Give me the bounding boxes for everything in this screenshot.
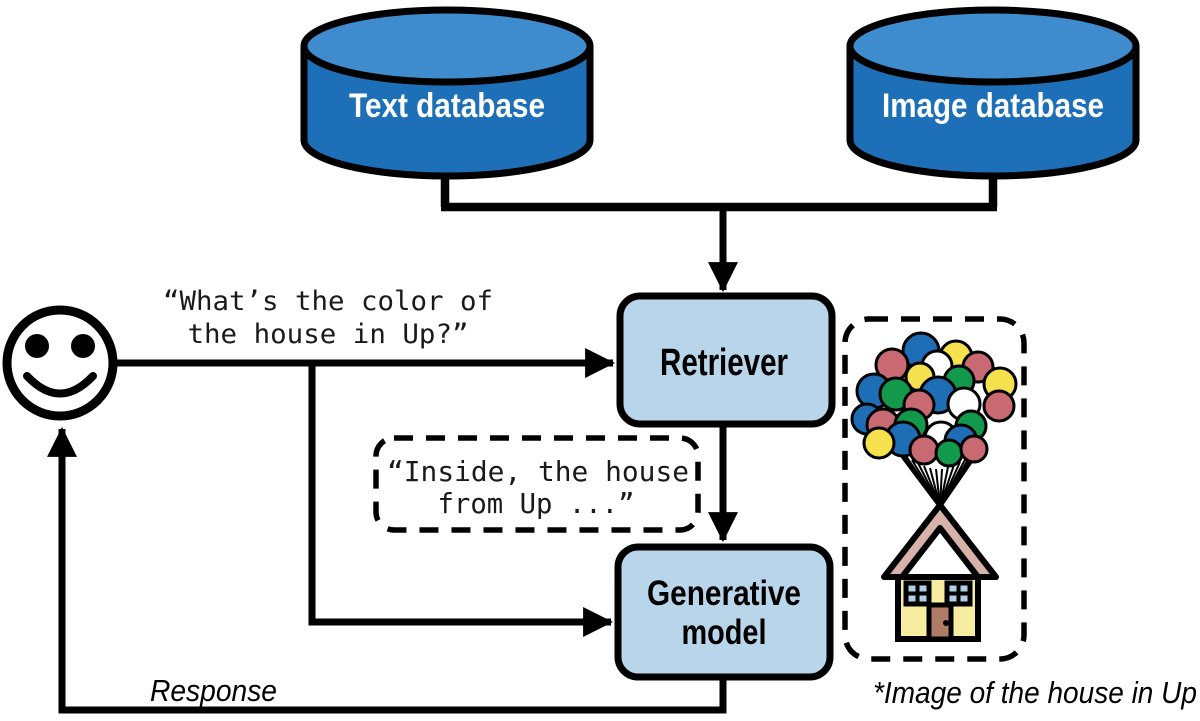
smiley-smile [23,372,97,398]
user-query-text: “What’s the color of the house in Up?” [163,286,493,350]
generative-model-node: Generative model [614,543,834,681]
connector-databases-merge [440,176,998,293]
arrow-response-to-user [47,426,727,714]
arrow-user-to-generative-model [308,363,614,637]
door-knob [943,620,949,626]
house-roof [881,502,999,580]
retrieved-text-border [373,435,701,533]
smiley-right-eye [71,334,95,358]
query-line2: the house in Up?” [188,319,469,350]
house-door [926,602,954,642]
response-label: Response [150,673,277,708]
retrieved-image-box [842,316,1027,662]
smiley-left-eye [25,334,49,358]
query-line1: “What’s the color of [163,286,493,317]
text-database: Text database [300,6,594,180]
image-caption: *Image of the house in Up [873,675,1197,710]
text-database-label: Text database [349,87,545,125]
retriever-label: Retriever [660,342,788,384]
up-house-with-balloons-illustration [850,331,1018,642]
smiley-head [2,305,118,421]
retrieved-image-border [842,316,1027,662]
generative-model-label-line2: model [682,613,767,652]
house-window-left [903,580,932,607]
balloons-cluster [850,331,1018,468]
retrieved-line2: from Up ...” [438,487,635,520]
retrieved-line1: “Inside, the house [387,455,689,488]
house-window-right [944,580,973,607]
generative-model-box [614,543,834,681]
retrieved-text-box: “Inside, the house from Up ...” [373,435,701,533]
database-cylinder-top [300,6,594,86]
retriever-box [616,292,836,428]
database-cylinder-top [846,6,1140,86]
user-smiley-icon [2,305,118,421]
up-house [881,502,999,642]
retriever-node: Retriever [616,292,836,428]
image-database: Image database [846,6,1140,180]
image-database-label: Image database [882,87,1104,125]
generative-model-label-line1: Generative [647,574,801,613]
